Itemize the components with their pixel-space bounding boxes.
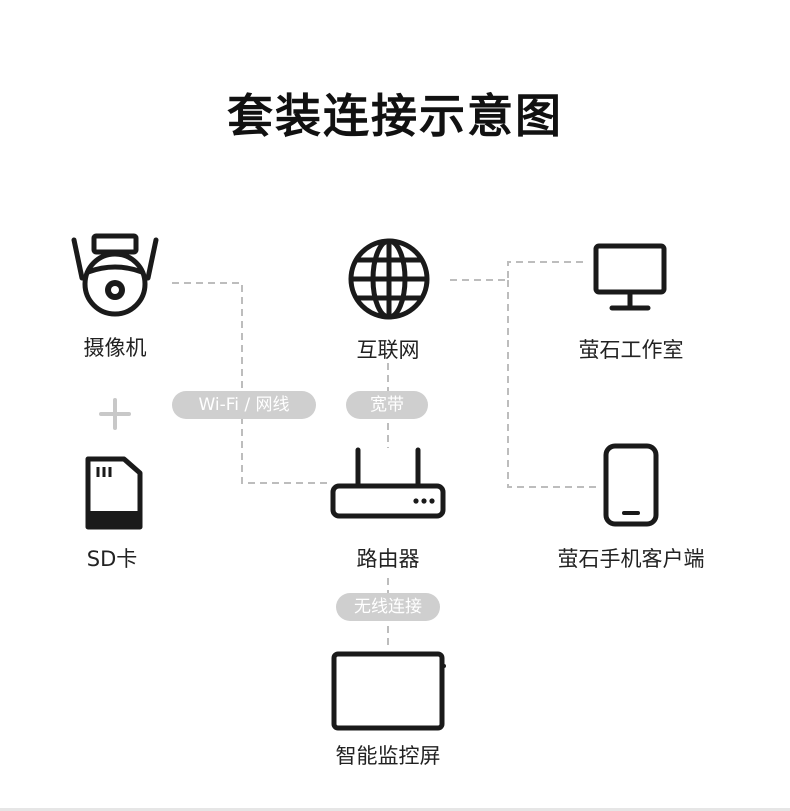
internet-label: 互联网 <box>356 338 420 362</box>
camera-label: 摄像机 <box>83 336 147 360</box>
wifi-cable-badge: Wi-Fi / 网线 <box>172 391 316 419</box>
diagram-title: 套装连接示意图 <box>227 89 563 143</box>
router-icon <box>330 447 446 519</box>
camera-icon <box>71 233 159 317</box>
internet-clients-line <box>450 261 588 281</box>
camera-router-line <box>172 282 330 484</box>
desktop-monitor-icon <box>593 243 667 311</box>
phone-client-label: 萤石手机客户端 <box>557 547 705 571</box>
tablet-screen-icon <box>331 651 446 731</box>
broadband-badge: 宽带 <box>346 391 428 419</box>
wireless-badge: 无线连接 <box>336 593 440 621</box>
studio-label: 萤石工作室 <box>578 338 684 362</box>
sd-card-label: SD卡 <box>86 547 138 571</box>
sd-card-icon <box>85 456 143 530</box>
router-label: 路由器 <box>356 547 420 571</box>
monitor-label: 智能监控屏 <box>335 744 441 768</box>
smartphone-icon <box>603 443 659 527</box>
internet-phone-line <box>507 280 600 488</box>
plus-icon <box>99 398 131 430</box>
globe-icon <box>348 238 430 320</box>
bottom-divider <box>0 808 790 811</box>
